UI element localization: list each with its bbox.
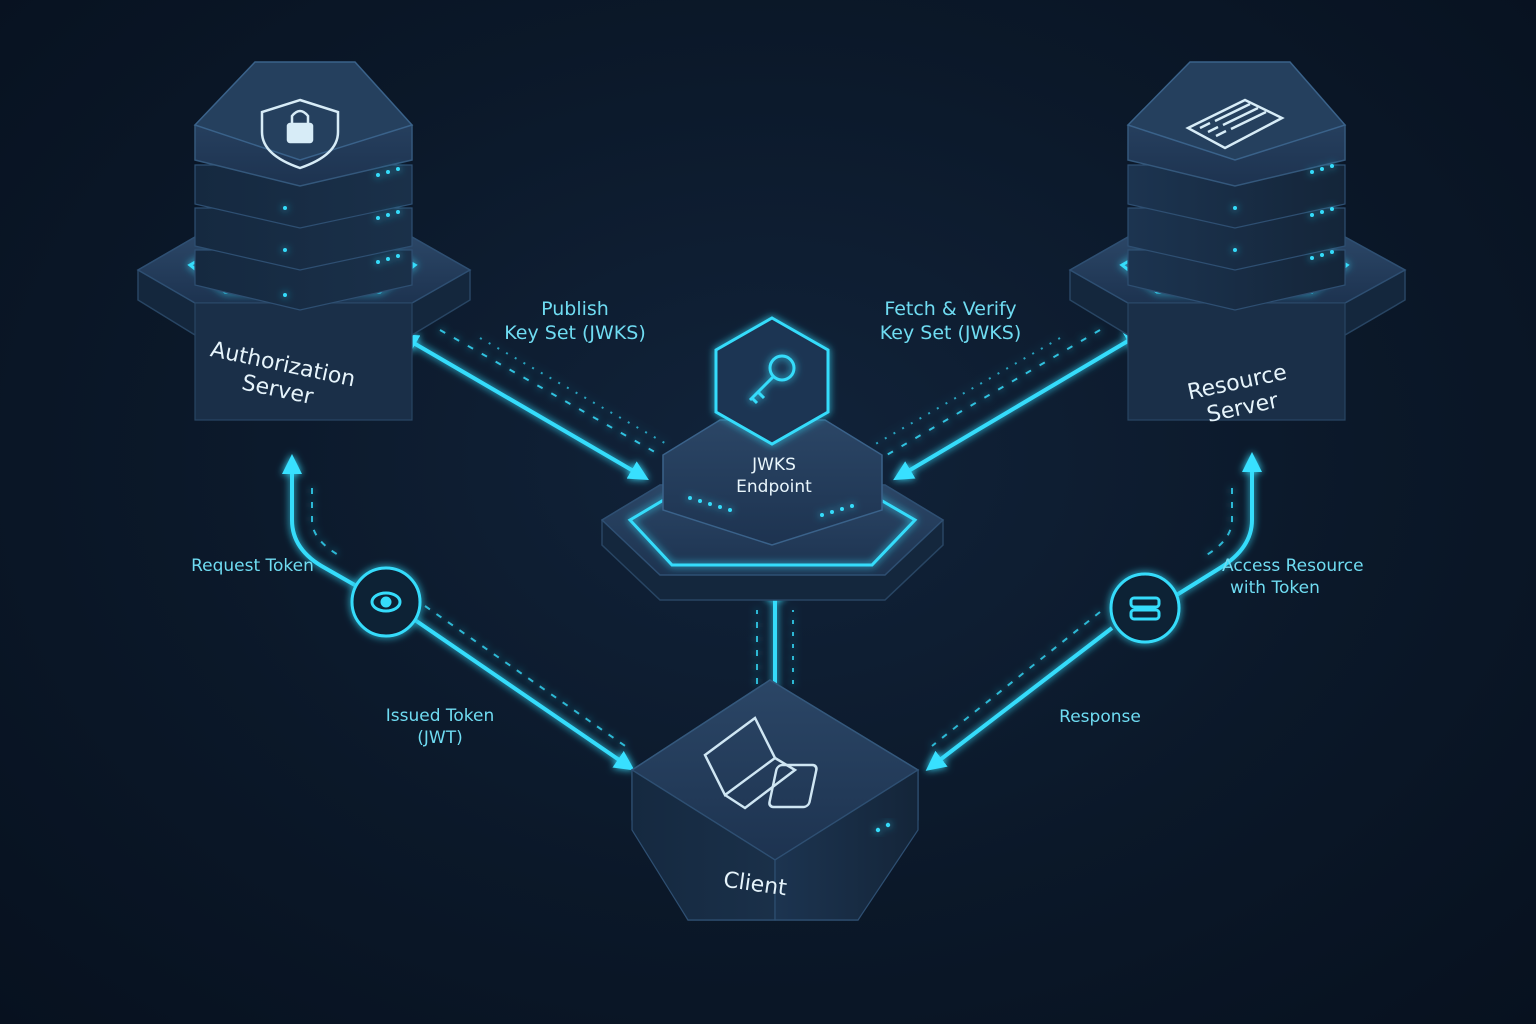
jwks-endpoint-title-line2: Endpoint bbox=[736, 477, 812, 497]
request-token-label: Request Token bbox=[191, 556, 314, 576]
laptop-phone-icon bbox=[703, 716, 818, 810]
stack-icon bbox=[1129, 596, 1161, 621]
jwks-endpoint-node[interactable] bbox=[600, 316, 945, 601]
token-badge bbox=[350, 566, 422, 638]
jwks-endpoint-title-line1: JWKS bbox=[752, 455, 796, 475]
connector-publish bbox=[398, 329, 671, 481]
document-list-icon bbox=[1185, 98, 1285, 150]
client-node[interactable] bbox=[630, 679, 920, 921]
connector-issued-token bbox=[410, 605, 635, 771]
response-label: Response bbox=[1059, 707, 1141, 727]
connector-request-token bbox=[282, 454, 361, 590]
authorization-server-node[interactable] bbox=[136, 61, 472, 421]
fetch-label: Fetch & Verify Key Set (JWKS) bbox=[868, 297, 1033, 345]
connector-response bbox=[925, 611, 1114, 771]
issued-token-label-line1: Issued Token bbox=[385, 706, 495, 726]
publish-label: Publish Key Set (JWKS) bbox=[495, 297, 655, 345]
key-icon bbox=[748, 354, 796, 405]
eye-icon bbox=[370, 591, 402, 613]
connector-access-resource bbox=[1173, 452, 1262, 598]
access-resource-label-line1: Access Resource bbox=[1222, 556, 1364, 576]
resource-badge bbox=[1109, 572, 1181, 644]
publish-label-line2: Key Set (JWKS) bbox=[504, 322, 646, 344]
fetch-label-line1: Fetch & Verify bbox=[884, 298, 1017, 320]
connector-fetch bbox=[871, 329, 1145, 481]
shield-lock-icon bbox=[260, 98, 340, 170]
fetch-label-line2: Key Set (JWKS) bbox=[879, 322, 1022, 344]
resource-server-node[interactable] bbox=[1068, 61, 1407, 421]
access-resource-label: Access Resource with Token bbox=[1222, 555, 1372, 599]
access-resource-label-line2: with Token bbox=[1230, 578, 1320, 598]
jwks-endpoint-title: JWKS Endpoint bbox=[712, 454, 836, 498]
publish-label-line1: Publish bbox=[541, 298, 609, 320]
connector-client-jwks bbox=[756, 580, 794, 690]
issued-token-label: Issued Token (JWT) bbox=[375, 705, 505, 749]
issued-token-label-line2: (JWT) bbox=[417, 728, 463, 748]
